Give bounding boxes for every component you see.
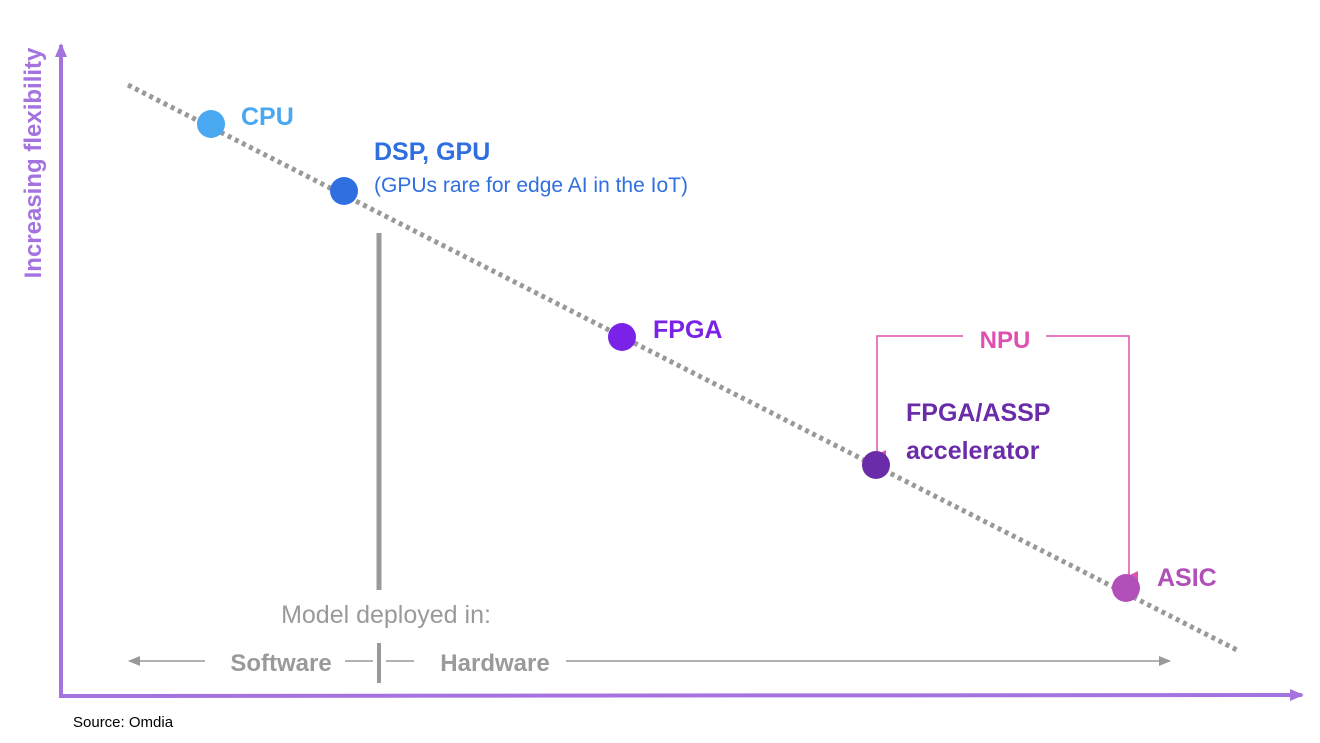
- trend-line: [126, 82, 1239, 653]
- fpga-assp-point: [862, 451, 890, 479]
- asic-point: [1112, 574, 1140, 602]
- fpga-label: FPGA: [653, 316, 722, 344]
- y-axis-label: Increasing flexibility: [20, 47, 47, 278]
- asic-label: ASIC: [1157, 564, 1217, 592]
- fpga-assp-label-line2: accelerator: [906, 437, 1040, 465]
- cpu-point: [197, 110, 225, 138]
- deployment-title: Model deployed in:: [281, 601, 491, 629]
- source-note: Source: Omdia: [73, 714, 174, 731]
- dsp-gpu-point: [330, 177, 358, 205]
- fpga-assp-label-line1: FPGA/ASSP: [906, 399, 1050, 427]
- hardware-label: Hardware: [440, 650, 549, 677]
- x-axis: [58, 689, 1304, 702]
- fpga-point: [608, 323, 636, 351]
- software-label: Software: [230, 650, 331, 677]
- npu-bracket-right: [1046, 335, 1138, 581]
- dsp-gpu-label: DSP, GPU: [374, 138, 490, 166]
- dsp-gpu-sublabel: (GPUs rare for edge AI in the IoT): [374, 174, 688, 197]
- npu-label: NPU: [980, 327, 1031, 354]
- cpu-label: CPU: [241, 103, 294, 131]
- npu-bracket-left: [876, 335, 963, 460]
